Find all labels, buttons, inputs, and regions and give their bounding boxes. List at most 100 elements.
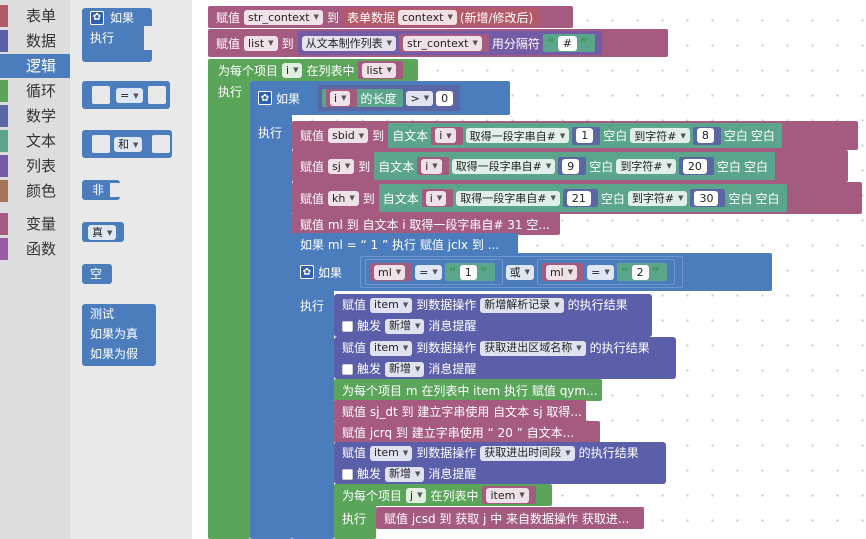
list-fn-dropdown[interactable]: 从文本制作列表▼ xyxy=(301,35,396,51)
field-dropdown[interactable]: context▼ xyxy=(397,9,457,25)
flyout-ternary-block[interactable]: 测试 如果为真 如果为假 xyxy=(82,304,156,366)
substring-block[interactable]: 自文本 i▼ 取得一段字串自#▼ 1 空白 到字符#▼ 8 空白 空白 xyxy=(388,123,782,148)
variable-dropdown[interactable]: item▼ xyxy=(486,487,529,503)
set-str-context-block[interactable]: 赋值 str_context▼ 到 表单数据 context▼ (新增/修改后) xyxy=(208,6,573,28)
number-field[interactable]: 21 xyxy=(566,190,591,206)
category-loop[interactable]: 循环 xyxy=(0,79,70,103)
var-get-block[interactable]: i▼ xyxy=(417,157,449,175)
data-op-block-2[interactable]: 赋值 item▼ 到数据操作 获取进出区域名称▼ 的执行结果 触发 新增▼ 消息… xyxy=(334,337,676,379)
flyout-not-block[interactable]: 非 xyxy=(82,180,120,200)
variable-dropdown[interactable]: ml▼ xyxy=(374,264,406,280)
variable-dropdown[interactable]: sj▼ xyxy=(328,158,355,174)
data-op-dropdown[interactable]: 获取进出时间段▼ xyxy=(480,445,575,461)
number-block[interactable]: 30 xyxy=(690,189,726,207)
variable-dropdown[interactable]: i▼ xyxy=(435,128,456,143)
flyout-boolean-block[interactable]: 真▼ xyxy=(82,222,124,242)
compare-block[interactable]: ml▼ =▼ “2” xyxy=(536,259,675,285)
var-get-block[interactable]: i▼ xyxy=(431,126,463,145)
variable-dropdown[interactable]: str_context▼ xyxy=(402,35,482,51)
variable-dropdown[interactable]: kh▼ xyxy=(328,190,359,206)
gear-icon[interactable]: ✿ xyxy=(90,11,104,25)
data-op-block-1[interactable]: 赋值 item▼ 到数据操作 新增解析记录▼ 的执行结果 触发 新增▼ 消息提醒 xyxy=(334,294,652,337)
data-op-block-3[interactable]: 赋值 item▼ 到数据操作 获取进出时间段▼ 的执行结果 触发 新增▼ 消息提… xyxy=(334,442,666,484)
variable-dropdown[interactable]: list▼ xyxy=(244,35,278,51)
category-function[interactable]: 函数 xyxy=(0,237,70,261)
flyout-if-block[interactable]: ✿ 如果 执行 xyxy=(82,8,164,62)
var-get-block[interactable]: str_context▼ xyxy=(398,34,489,52)
number-field[interactable]: 20 xyxy=(682,158,707,174)
variable-dropdown[interactable]: i▼ xyxy=(421,158,442,174)
number-block[interactable]: 9 xyxy=(558,157,587,175)
operator-dropdown[interactable]: >▼ xyxy=(406,90,434,106)
or-block[interactable]: ml▼ =▼ “1” 或▼ ml▼ =▼ “2” xyxy=(360,256,683,288)
trigger-dropdown[interactable]: 新增▼ xyxy=(385,318,425,334)
boolean-dropdown[interactable]: 真▼ xyxy=(88,225,117,240)
loop-var-dropdown[interactable]: j▼ xyxy=(406,487,427,503)
set-sbid-block[interactable]: 赋值 sbid▼ 到 自文本 i▼ 取得一段字串自#▼ 1 空白 到字符#▼ 8… xyxy=(292,121,858,150)
set-list-block[interactable]: 赋值 list▼ 到 从文本制作列表▼ str_context▼ 用分隔符 “#… xyxy=(208,29,668,57)
logic-op-dropdown[interactable]: 和▼ xyxy=(114,137,143,152)
form-data-block[interactable]: 表单数据 context▼ (新增/修改后) xyxy=(342,8,541,26)
text-field[interactable]: 2 xyxy=(631,264,649,280)
flyout-compare-block[interactable]: =▼ xyxy=(82,81,170,109)
var-get-block[interactable]: ml▼ xyxy=(541,263,585,281)
variable-dropdown[interactable]: str_context▼ xyxy=(244,9,323,25)
collapsed-set-jcrq-block[interactable]: 赋值 jcrq 到 建立字串使用 “ 20 ” 自文本... xyxy=(334,421,600,443)
split-text-block[interactable]: 从文本制作列表▼ str_context▼ 用分隔符 “#” xyxy=(297,31,602,55)
substring-end-dropdown[interactable]: 到字符#▼ xyxy=(630,128,690,143)
variable-dropdown[interactable]: item▼ xyxy=(370,445,413,461)
set-kh-block[interactable]: 赋值 kh▼ 到 自文本 i▼ 取得一段字串自#▼ 21 空白 到字符#▼ 30… xyxy=(292,182,862,214)
set-sj-block[interactable]: 赋值 sj▼ 到 自文本 i▼ 取得一段字串自#▼ 9 空白 到字符#▼ 20 … xyxy=(292,150,848,182)
gear-icon[interactable]: ✿ xyxy=(300,265,314,279)
data-op-dropdown[interactable]: 获取进出区域名称▼ xyxy=(480,340,586,356)
gear-icon[interactable]: ✿ xyxy=(258,91,272,105)
text-literal-block[interactable]: “#” xyxy=(542,34,595,52)
if-ml-or-block[interactable]: ✿ 如果 ml▼ =▼ “1” 或▼ ml▼ =▼ “2” xyxy=(292,253,772,291)
trigger-dropdown[interactable]: 新增▼ xyxy=(385,361,425,377)
variable-dropdown[interactable]: item▼ xyxy=(370,340,413,356)
trigger-checkbox[interactable] xyxy=(342,363,353,375)
flyout-and-block[interactable]: 和▼ xyxy=(82,130,172,158)
number-block[interactable]: 1 xyxy=(572,126,601,145)
separator-text[interactable]: # xyxy=(557,35,578,51)
substring-mode-dropdown[interactable]: 取得一段字串自#▼ xyxy=(465,128,570,143)
category-math[interactable]: 数学 xyxy=(0,104,70,128)
number-field[interactable]: 30 xyxy=(694,190,719,206)
variable-dropdown[interactable]: i▼ xyxy=(425,190,447,206)
collapsed-foreach-m-block[interactable]: 为每个项目 m 在列表中 item 执行 赋值 qym... xyxy=(334,379,602,401)
var-get-block[interactable]: item▼ xyxy=(482,486,536,504)
trigger-checkbox[interactable] xyxy=(342,320,353,332)
number-field[interactable]: 8 xyxy=(696,128,714,143)
number-block[interactable]: 8 xyxy=(692,126,721,145)
substring-block[interactable]: 自文本 i▼ 取得一段字串自#▼ 21 空白 到字符#▼ 30 空白 空白 xyxy=(378,184,787,212)
category-text[interactable]: 文本 xyxy=(0,129,70,153)
collapsed-set-jcsd-block[interactable]: 赋值 jcsd 到 获取 j 中 来自数据操作 获取进... xyxy=(376,507,644,529)
substring-end-dropdown[interactable]: 到字符#▼ xyxy=(627,190,688,206)
text-field[interactable]: 1 xyxy=(459,264,477,280)
compare-block[interactable]: ml▼ =▼ “1” xyxy=(365,259,503,285)
number-field[interactable]: 9 xyxy=(562,158,580,174)
substring-block[interactable]: 自文本 i▼ 取得一段字串自#▼ 9 空白 到字符#▼ 20 空白 空白 xyxy=(374,152,775,180)
collapsed-set-ml-block[interactable]: 赋值 ml 到 自文本 i 取得一段字串自# 31 空... xyxy=(292,213,560,235)
variable-dropdown[interactable]: item▼ xyxy=(370,297,413,313)
foreach-list-block[interactable]: 为每个项目 i▼ 在列表中 list▼ xyxy=(208,59,418,81)
var-get-block[interactable]: i▼ xyxy=(326,89,358,107)
operator-dropdown[interactable]: =▼ xyxy=(587,264,614,280)
variable-dropdown[interactable]: i▼ xyxy=(330,90,351,106)
number-block[interactable]: 21 xyxy=(562,189,598,207)
variable-dropdown[interactable]: sbid▼ xyxy=(328,128,369,143)
operator-dropdown[interactable]: =▼ xyxy=(116,88,143,103)
loop-var-dropdown[interactable]: i▼ xyxy=(282,62,303,78)
variable-dropdown[interactable]: ml▼ xyxy=(545,264,578,280)
substring-end-dropdown[interactable]: 到字符#▼ xyxy=(616,158,676,174)
category-form[interactable]: 表单 xyxy=(0,4,70,28)
workspace[interactable]: 赋值 str_context▼ 到 表单数据 context▼ (新增/修改后)… xyxy=(192,0,866,539)
if-length-block[interactable]: ✿ 如果 i▼ 的长度 >▼ 0 xyxy=(250,81,510,115)
category-data[interactable]: 数据 xyxy=(0,29,70,53)
var-get-block[interactable]: list▼ xyxy=(358,61,404,79)
foreach-j-block[interactable]: 为每个项目 j▼ 在列表中 item▼ xyxy=(334,484,552,506)
logic-op-dropdown[interactable]: 或▼ xyxy=(505,264,534,280)
text-literal-block[interactable]: “1” xyxy=(444,263,495,281)
variable-dropdown[interactable]: list▼ xyxy=(362,62,397,78)
substring-mode-dropdown[interactable]: 取得一段字串自#▼ xyxy=(456,190,560,206)
